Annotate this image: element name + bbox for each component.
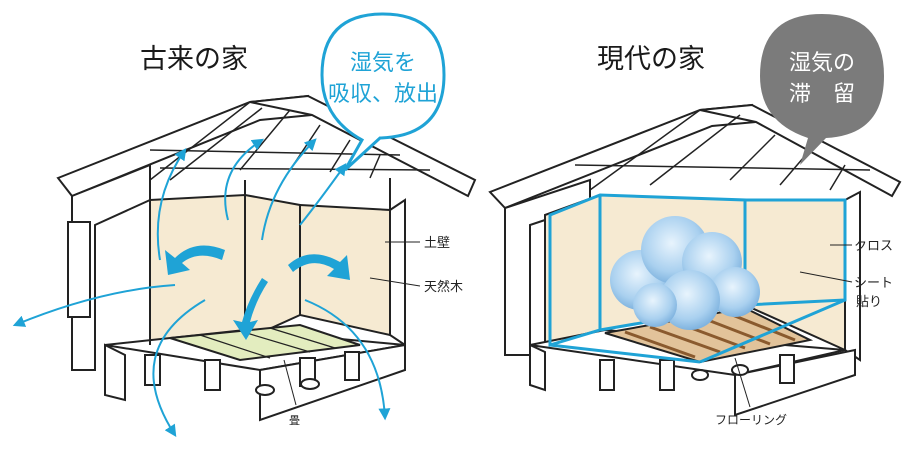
bubble-line2: 吸収、放出 <box>328 82 438 107</box>
label-tatami: 畳 <box>289 414 300 427</box>
traditional-house <box>56 94 477 422</box>
moisture-cloud <box>610 216 760 330</box>
label-flooring: フローリング <box>715 413 787 427</box>
label-sheet: シート <box>854 276 893 291</box>
traditional-house-title: 古来の家 <box>140 44 248 74</box>
label-cloth: クロス <box>854 239 893 254</box>
bubble-line1: 湿気を <box>350 51 416 76</box>
modern-house-title: 現代の家 <box>597 44 705 74</box>
label-earth-wall: 土壁 <box>424 236 450 251</box>
circulation-arrows <box>165 245 350 340</box>
airflow-arrows <box>12 138 391 438</box>
bubble-line2-right: 滞 留 <box>789 82 855 107</box>
bubble-line1-right: 湿気の <box>789 51 855 76</box>
label-sheet-applied: 貼り <box>856 295 882 310</box>
moisture-stagnation-bubble: 湿気の 滞 留 <box>760 14 884 165</box>
right-leaders <box>734 244 853 408</box>
absorb-release-bubble: 湿気を 吸収、放出 <box>320 12 446 172</box>
left-leaders <box>283 241 421 406</box>
label-natural-wood: 天然木 <box>424 279 463 295</box>
